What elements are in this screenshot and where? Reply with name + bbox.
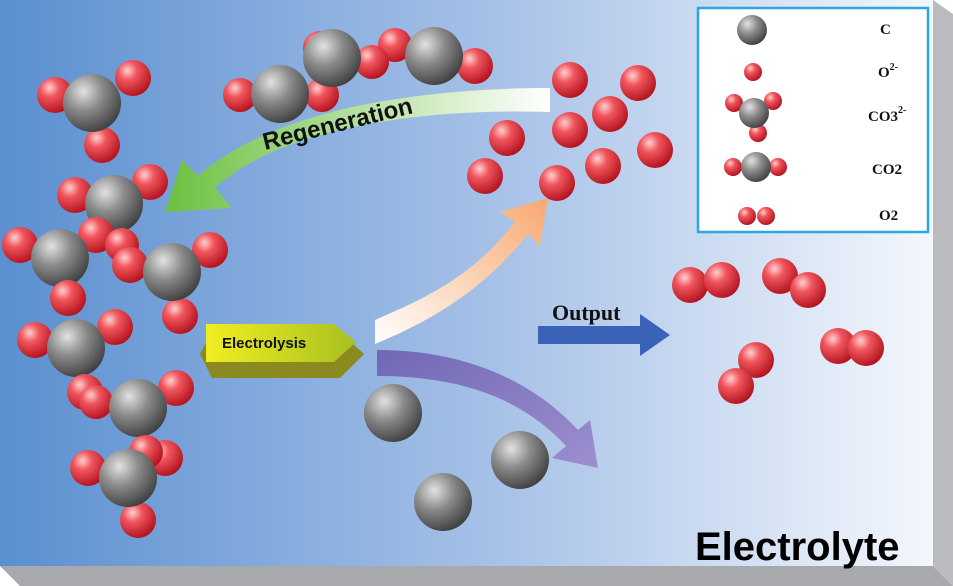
legend-oxygen-ion-symbol	[744, 63, 762, 81]
legend-label-o2minus: O2-	[878, 62, 898, 81]
legend-co3-oxygen	[764, 92, 782, 110]
legend-box	[696, 6, 930, 234]
oxygen-atom	[84, 127, 120, 163]
oxygen-atom	[467, 158, 503, 194]
legend-label-c: C	[880, 22, 891, 38]
carbon-atom	[99, 449, 157, 507]
electrolysis-arrow: Electrolysis	[200, 324, 364, 378]
carbon-atom	[143, 243, 201, 301]
oxygen-atom	[790, 272, 826, 308]
oxygen-atom	[762, 258, 798, 294]
oxygen-atom	[162, 298, 198, 334]
electrolysis-label: Electrolysis	[222, 335, 306, 352]
legend-o2-oxygen	[757, 207, 775, 225]
legend-label-co2: CO2	[872, 162, 902, 178]
molecules-layer	[2, 27, 884, 538]
panel-bottom-edge	[0, 566, 953, 586]
oxygen-atom	[592, 96, 628, 132]
carbon-atom	[491, 431, 549, 489]
oxygen-atom	[192, 232, 228, 268]
oxygen-atom	[637, 132, 673, 168]
oxygen-atom	[820, 328, 856, 364]
oxygen-atom	[120, 502, 156, 538]
carbon-atom	[109, 379, 167, 437]
legend-symbols	[724, 15, 787, 225]
carbon-atom	[405, 27, 463, 85]
oxygen-atom	[552, 62, 588, 98]
oxygen-atom	[355, 45, 389, 79]
oxygen-atom	[115, 60, 151, 96]
legend-co2-oxygen	[769, 158, 787, 176]
oxygen-atom	[57, 177, 93, 213]
carbon-atom	[63, 74, 121, 132]
oxygen-path-arrow	[375, 198, 548, 344]
carbon-atom	[251, 65, 309, 123]
oxygen-atom	[539, 165, 575, 201]
oxygen-atom	[489, 120, 525, 156]
oxygen-atom	[672, 267, 708, 303]
oxygen-atom	[620, 65, 656, 101]
legend-label-co3: CO32-	[868, 105, 906, 125]
legend-co2-carbon	[741, 152, 771, 182]
carbon-atom	[364, 384, 422, 442]
legend-co3-carbon	[739, 98, 769, 128]
oxygen-atom	[17, 322, 53, 358]
oxygen-atom	[158, 370, 194, 406]
oxygen-atom	[79, 385, 113, 419]
oxygen-atom	[848, 330, 884, 366]
oxygen-atom	[50, 280, 86, 316]
legend-co2-oxygen	[724, 158, 742, 176]
legend-co3-oxygen	[749, 124, 767, 142]
output-arrow: Output	[538, 300, 670, 356]
oxygen-atom	[457, 48, 493, 84]
panel-right-edge	[933, 0, 953, 586]
carbon-path-arrow	[377, 350, 598, 468]
carbon-atom	[31, 229, 89, 287]
legend: C O2- CO32- CO2 O2	[696, 6, 930, 234]
oxygen-atom	[97, 309, 133, 345]
oxygen-atom	[552, 112, 588, 148]
oxygen-atom	[585, 148, 621, 184]
electrolyte-label: Electrolyte	[695, 525, 900, 569]
legend-label-o2: O2	[879, 208, 898, 224]
legend-o2-oxygen	[738, 207, 756, 225]
oxygen-atom	[78, 217, 114, 253]
oxygen-atom	[718, 368, 754, 404]
output-label: Output	[552, 300, 621, 325]
oxygen-atom	[704, 262, 740, 298]
oxygen-atom	[70, 450, 106, 486]
carbon-atom	[47, 319, 105, 377]
oxygen-atom	[112, 247, 148, 283]
legend-carbon-symbol	[737, 15, 767, 45]
oxygen-atom	[223, 78, 257, 112]
oxygen-atom	[132, 164, 168, 200]
carbon-atom	[303, 29, 361, 87]
carbon-atom	[414, 473, 472, 531]
oxygen-atom	[2, 227, 38, 263]
legend-co3-oxygen	[725, 94, 743, 112]
oxygen-atom	[738, 342, 774, 378]
